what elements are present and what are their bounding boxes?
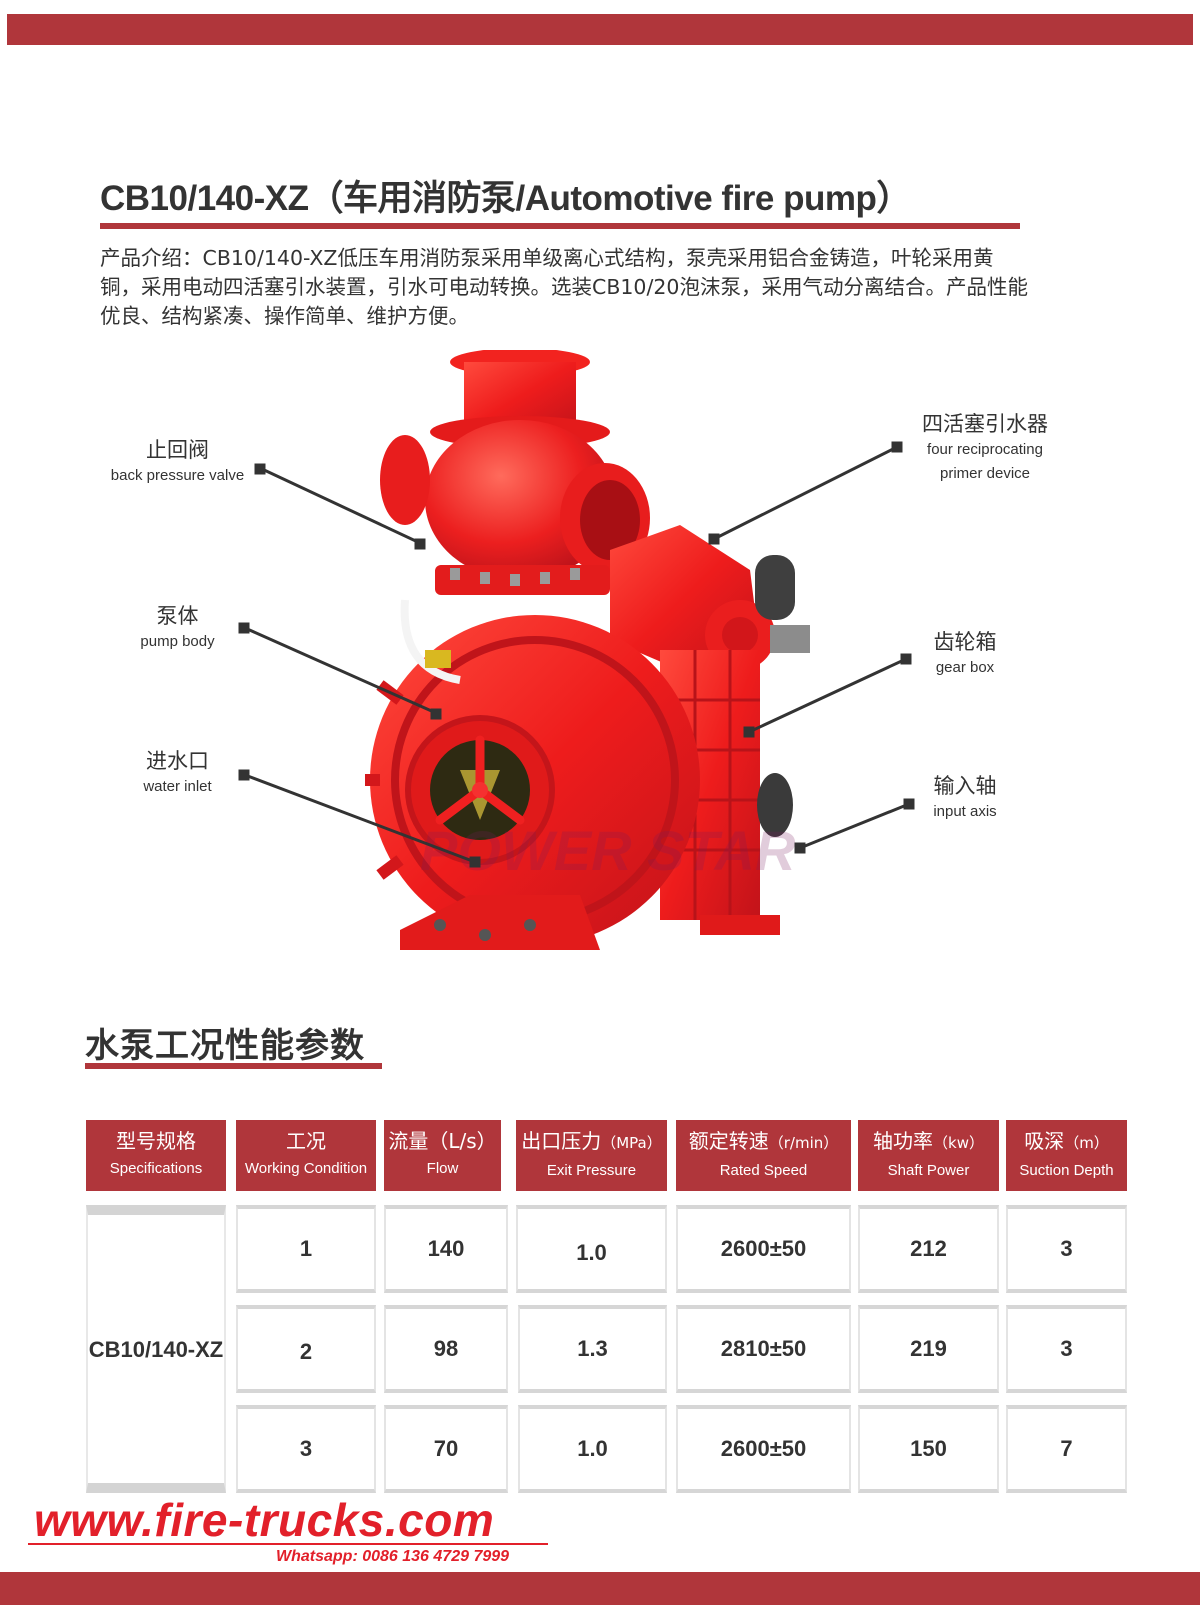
header-en: Shaft Power [887, 1162, 970, 1179]
cell-depth: 3 [1006, 1205, 1127, 1293]
cell-speed: 2600±50 [676, 1405, 851, 1493]
cell-pressure: 1.0 [516, 1205, 667, 1293]
callout-en: pump body [140, 633, 215, 650]
callout-zh: 输入轴 [933, 774, 997, 798]
callout-gear-box: 齿轮箱 gear box [915, 628, 1015, 680]
callout-en-line2: primer device [939, 465, 1031, 482]
cell-power: 212 [858, 1205, 999, 1293]
model-cell: CB10/140-XZ [86, 1205, 226, 1493]
cell-flow: 98 [384, 1305, 508, 1393]
header-suction-depth: 吸深（m） Suction Depth [1006, 1120, 1127, 1191]
product-intro: 产品介绍：CB10/140-XZ低压车用消防泵采用单级离心式结构，泵壳采用铝合金… [100, 246, 1028, 328]
header-unit: （r/min） [768, 1134, 839, 1152]
header-en: Working Condition [244, 1160, 368, 1177]
header-unit: （kw） [933, 1134, 984, 1152]
whatsapp-contact: Whatsapp: 0086 136 4729 7999 [276, 1548, 510, 1565]
callout-primer-device: 四活塞引水器 four reciprocating primer device [905, 410, 1065, 486]
cell-power: 150 [858, 1405, 999, 1493]
header-zh: 工况 [286, 1129, 326, 1153]
cell-power: 219 [858, 1305, 999, 1393]
callout-input-axis: 输入轴 input axis [915, 772, 1015, 824]
section-title-performance: 水泵工况性能参数 [85, 1026, 365, 1066]
website-link[interactable]: www.fire-trucks.com [34, 1494, 495, 1546]
callout-en: water inlet [143, 778, 212, 795]
header-specifications: 型号规格 Specifications [86, 1120, 226, 1191]
callout-zh: 止回阀 [146, 438, 209, 462]
section-underline [85, 1063, 382, 1069]
header-unit: （m） [1064, 1134, 1109, 1152]
callout-en: back pressure valve [110, 467, 245, 484]
pump-illustration: POWER STAR [360, 350, 840, 1010]
callout-zh: 四活塞引水器 [922, 412, 1048, 436]
header-rated-speed: 额定转速（r/min） Rated Speed [676, 1120, 851, 1191]
cell-pressure: 1.3 [518, 1305, 667, 1393]
callout-zh: 泵体 [156, 604, 199, 628]
cell-flow: 140 [384, 1205, 508, 1293]
cell-depth: 7 [1006, 1405, 1127, 1493]
header-unit: （L/s） [428, 1129, 497, 1153]
cell-pressure: 1.0 [518, 1405, 667, 1493]
header-zh: 轴功率 [873, 1129, 934, 1153]
callout-back-pressure-valve: 止回阀 back pressure valve [100, 436, 255, 488]
title-underline [100, 223, 1020, 229]
callout-pump-body: 泵体 pump body [120, 602, 235, 654]
header-zh: 额定转速 [688, 1129, 769, 1153]
header-working-condition: 工况 Working Condition [236, 1120, 376, 1191]
callout-zh: 齿轮箱 [933, 630, 997, 654]
callout-en: gear box [935, 659, 995, 676]
watermark-text: POWER STAR [420, 819, 796, 882]
header-shaft-power: 轴功率（kw） Shaft Power [858, 1120, 999, 1191]
cell-flow: 70 [384, 1405, 508, 1493]
header-exit-pressure: 出口压力（MPa） Exit Pressure [516, 1120, 667, 1191]
header-en: Specifications [109, 1160, 203, 1177]
cell-speed: 2600±50 [676, 1205, 851, 1293]
header-zh: 型号规格 [116, 1129, 196, 1153]
callout-zh: 进水口 [146, 749, 209, 773]
cell-condition: 2 [236, 1305, 376, 1393]
callout-water-inlet: 进水口 water inlet [120, 747, 235, 799]
header-zh: 流量 [388, 1129, 429, 1153]
callout-en: four reciprocating [927, 441, 1043, 458]
callout-en: input axis [933, 803, 997, 820]
header-en: Exit Pressure [546, 1162, 637, 1179]
page-title: CB10/140-XZ（车用消防泵/Automotive fire pump） [100, 179, 911, 218]
header-zh: 出口压力 [521, 1129, 602, 1153]
top-banner-bar [7, 14, 1193, 45]
cell-condition: 1 [236, 1205, 376, 1293]
header-en: Flow [426, 1160, 459, 1177]
header-flow: 流量（L/s） Flow [384, 1120, 501, 1191]
cell-depth: 3 [1006, 1305, 1127, 1393]
bottom-banner-bar [0, 1572, 1200, 1605]
fire-pump-image: POWER STAR [365, 350, 810, 950]
cell-speed: 2810±50 [676, 1305, 851, 1393]
cell-condition: 3 [236, 1405, 376, 1493]
header-en: Suction Depth [1019, 1162, 1114, 1179]
header-unit: （MPa） [601, 1134, 662, 1152]
website-underline [28, 1543, 548, 1545]
header-en: Rated Speed [719, 1162, 808, 1179]
header-zh: 吸深 [1024, 1129, 1065, 1153]
